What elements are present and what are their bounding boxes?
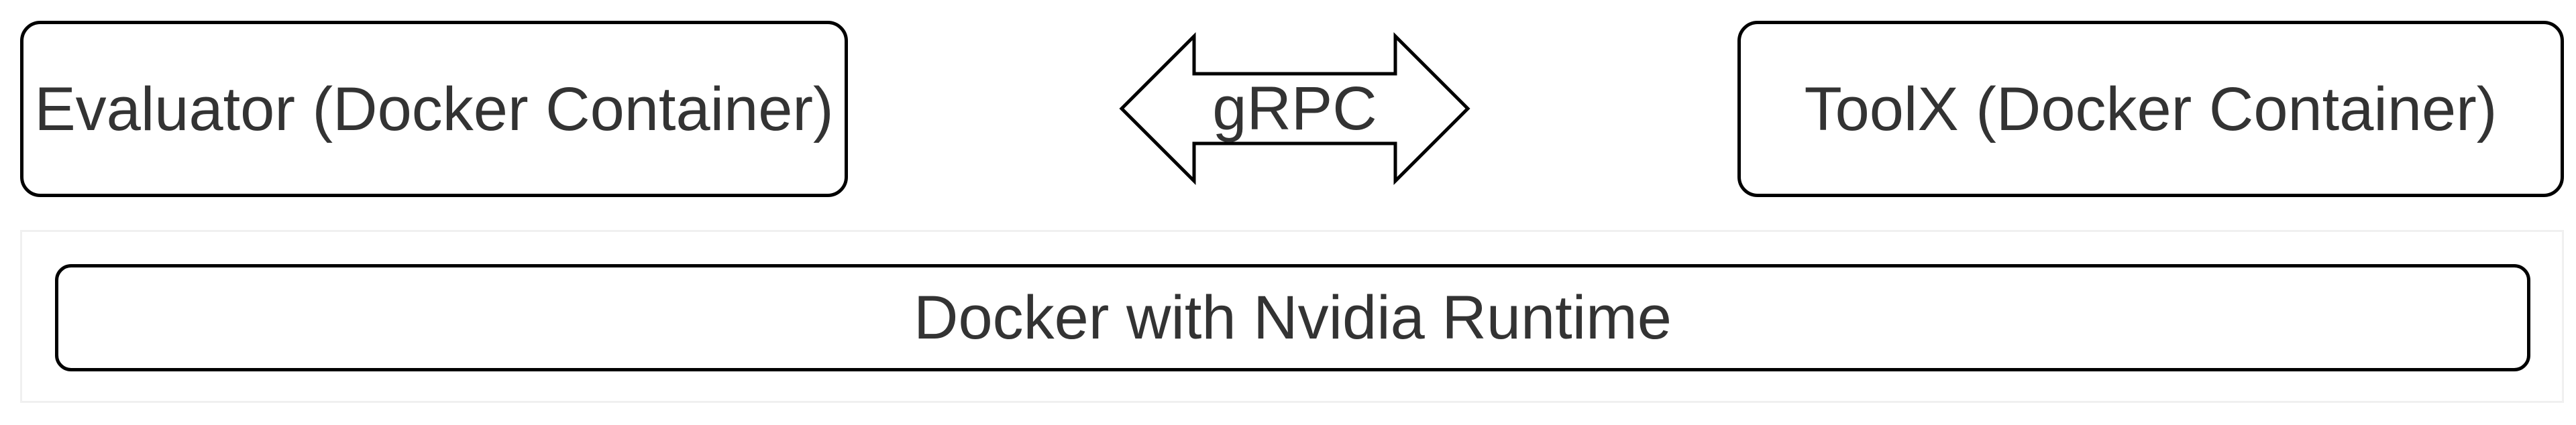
- evaluator-container-box: Evaluator (Docker Container): [20, 21, 848, 197]
- grpc-double-arrow-icon: [1119, 32, 1470, 186]
- evaluator-container-label: Evaluator (Docker Container): [34, 74, 834, 143]
- toolx-container-label: ToolX (Docker Container): [1804, 74, 2498, 143]
- grpc-label-wrap: gRPC: [1120, 35, 1469, 182]
- docker-nvidia-runtime-label: Docker with Nvidia Runtime: [914, 284, 1672, 352]
- toolx-container-box: ToolX (Docker Container): [1737, 21, 2564, 197]
- docker-nvidia-runtime-box: Docker with Nvidia Runtime: [55, 264, 2530, 371]
- grpc-label: gRPC: [1212, 74, 1377, 143]
